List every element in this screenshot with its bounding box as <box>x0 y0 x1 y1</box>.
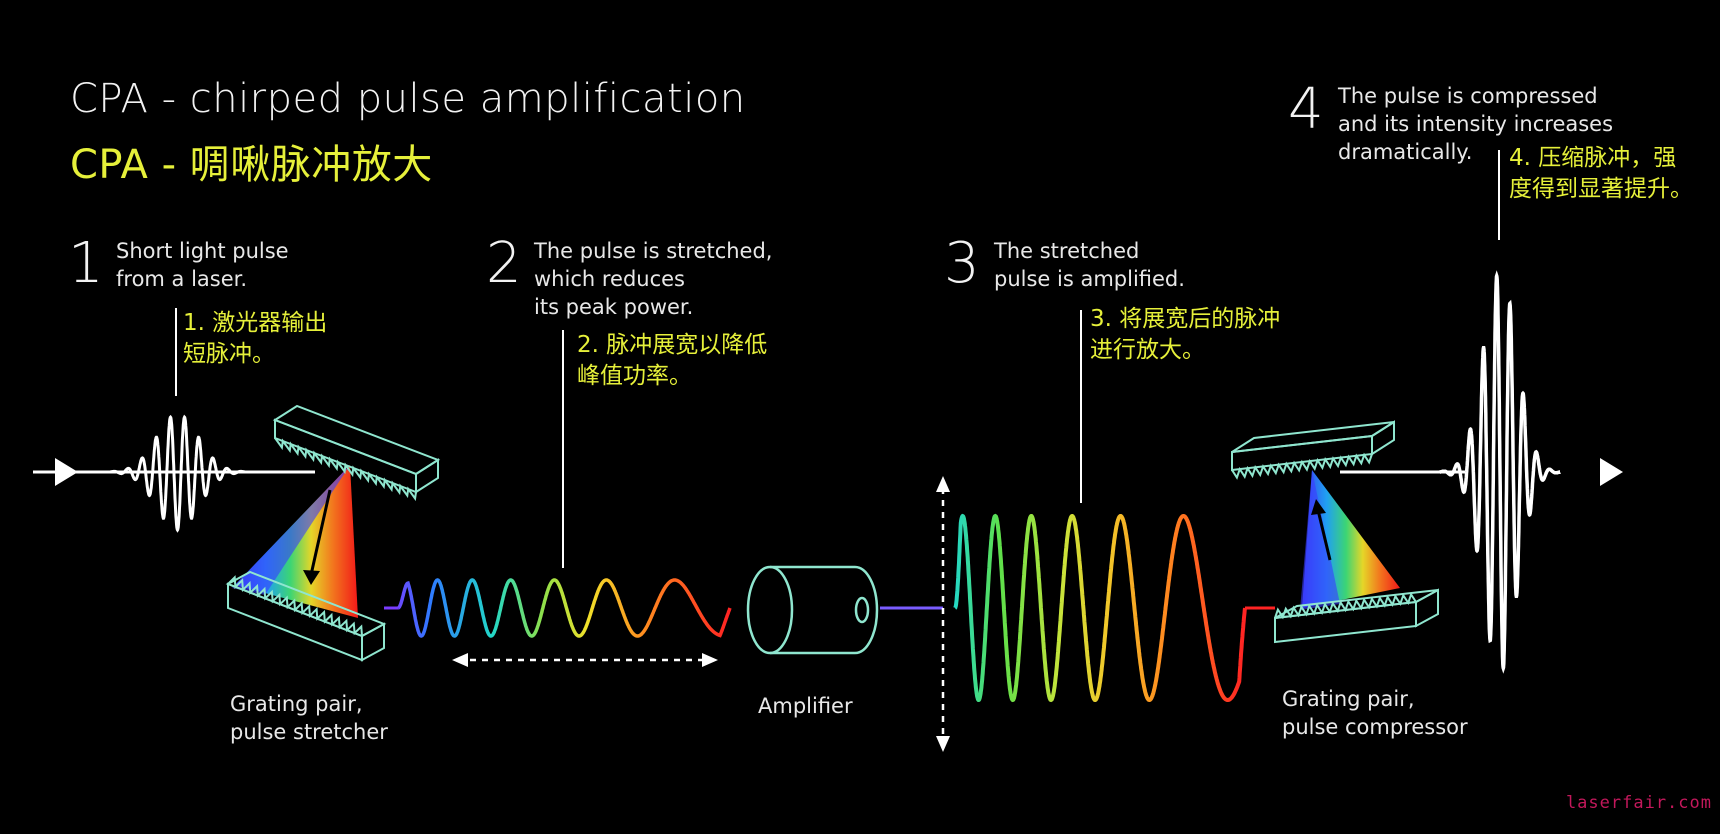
compressor-caption: Grating pair, pulse compressor <box>1282 685 1468 741</box>
stretcher-caption-line: pulse stretcher <box>230 720 388 744</box>
page-title-chinese: CPA - 啁啾脉冲放大 <box>70 142 433 188</box>
compressor-caption-line: pulse compressor <box>1282 715 1468 739</box>
step-2-zh-line: 峰值功率。 <box>577 363 692 389</box>
step-3-chinese: 3. 将展宽后的脉冲 进行放大。 <box>1090 304 1280 366</box>
step-4-number: 4 <box>1288 77 1324 142</box>
step-2-chinese: 2. 脉冲展宽以降低 峰值功率。 <box>577 330 767 392</box>
compressor-dispersion-fan <box>1300 470 1400 610</box>
step-3-line: pulse is amplified. <box>994 267 1185 291</box>
step-1-zh-line: 1. 激光器输出 <box>183 310 328 336</box>
input-arrow-icon <box>55 458 78 486</box>
step-2-line: its peak power. <box>534 295 694 319</box>
stretcher-grating-bottom <box>225 570 387 662</box>
step-4-description: The pulse is compressed and its intensit… <box>1338 82 1613 166</box>
step-3-zh-line: 3. 将展宽后的脉冲 <box>1090 306 1281 332</box>
page-title: CPA - chirped pulse amplification <box>70 76 746 122</box>
compressor-caption-line: Grating pair, <box>1282 687 1415 711</box>
step-1-description: Short light pulse from a laser. <box>116 237 289 293</box>
leader-lines <box>175 150 1500 568</box>
stretcher-caption: Grating pair, pulse stretcher <box>230 690 388 746</box>
step-2-line: The pulse is stretched, <box>534 239 773 263</box>
step-4-line: The pulse is compressed <box>1338 84 1598 108</box>
stretcher-arrow-icon <box>303 570 320 585</box>
step-3-description: The stretched pulse is amplified. <box>994 237 1185 293</box>
amplifier-caption-line: Amplifier <box>758 694 853 718</box>
step-2-number: 2 <box>486 231 522 296</box>
compressor-arrow-icon <box>1311 499 1326 515</box>
step-1-number: 1 <box>68 231 104 296</box>
stretch-length-arrow <box>452 653 718 667</box>
compressed-pulse <box>1438 270 1562 674</box>
amplitude-arrow <box>936 476 950 752</box>
output-arrow-icon <box>1600 458 1623 486</box>
step-3-line: The stretched <box>994 239 1140 263</box>
amplifier-cylinder <box>746 565 879 655</box>
stretcher-grating-top <box>272 404 441 502</box>
step-1-line: from a laser. <box>116 267 248 291</box>
stretcher-caption-line: Grating pair, <box>230 692 363 716</box>
step-3-zh-line: 进行放大。 <box>1090 337 1205 363</box>
step-3-number: 3 <box>944 231 980 296</box>
step-4-zh-line: 度得到显著提升。 <box>1509 176 1693 202</box>
step-4-line: dramatically. <box>1338 140 1473 164</box>
step-4-chinese: 4. 压缩脉冲，强 度得到显著提升。 <box>1509 143 1693 205</box>
step-1-chinese: 1. 激光器输出 短脉冲。 <box>183 308 327 370</box>
step-4-line: and its intensity increases <box>1338 112 1614 136</box>
step-1-line: Short light pulse <box>116 239 289 263</box>
watermark: laserfair.com <box>1565 793 1712 813</box>
amplifier-caption: Amplifier <box>758 692 853 720</box>
step-4-zh-line: 4. 压缩脉冲，强 <box>1509 145 1677 171</box>
output-beam <box>1340 458 1668 486</box>
input-short-pulse <box>109 414 246 533</box>
step-2-description: The pulse is stretched, which reduces it… <box>534 237 772 321</box>
compressor-grating-top <box>1231 420 1395 480</box>
amplified-pulse-wave <box>953 513 1247 703</box>
stretched-pulse-wave <box>397 578 732 638</box>
step-1-zh-line: 短脉冲。 <box>183 341 275 367</box>
stretcher-dispersion-fan <box>232 465 358 618</box>
step-2-line: which reduces <box>534 267 685 291</box>
compressor-grating-bottom <box>1274 588 1439 644</box>
step-2-zh-line: 2. 脉冲展宽以降低 <box>577 332 768 358</box>
